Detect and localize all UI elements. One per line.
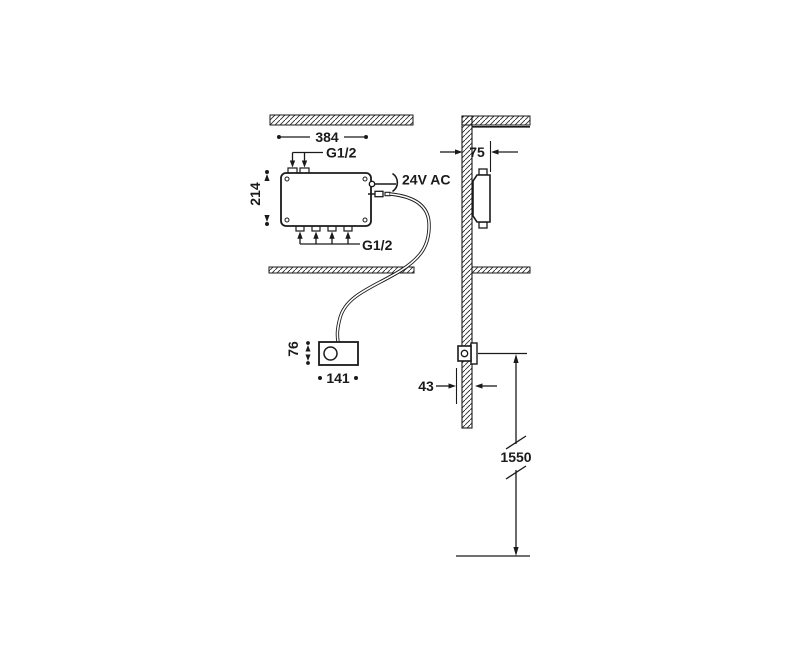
false-ceiling-right	[471, 266, 531, 274]
dimension-panel-width: 141	[318, 370, 358, 386]
dimension-panel-depth: 43	[418, 368, 497, 404]
up-arrow-icon	[345, 231, 351, 239]
up-arrow-icon	[264, 174, 270, 181]
break-mark-icon	[505, 435, 527, 450]
left-arrow-icon	[491, 149, 499, 155]
right-arrow-icon	[455, 149, 463, 155]
left-arrow-icon	[475, 383, 483, 389]
wire-break-icon	[391, 172, 399, 193]
up-arrow-icon	[305, 345, 311, 352]
side-port	[478, 168, 488, 176]
screw-icon	[284, 217, 290, 223]
panel-cable	[335, 190, 431, 343]
inlet-arrows-top: G1/2	[289, 145, 357, 168]
power-connector-icon	[368, 180, 376, 188]
dimension-panel-height: 76	[285, 341, 311, 365]
up-arrow-icon	[329, 231, 335, 239]
control-panel-side-view	[457, 342, 478, 365]
mounting-height-value: 1550	[500, 449, 531, 465]
cable-connector-icon	[374, 190, 384, 198]
control-box-side-view	[472, 168, 491, 229]
false-ceiling-left	[268, 266, 415, 274]
panel-depth-value: 43	[418, 378, 434, 394]
panel-height-value: 76	[285, 341, 301, 357]
inlet-size-label: G1/2	[326, 145, 357, 161]
box-width-value: 384	[315, 129, 339, 145]
down-arrow-icon	[301, 160, 308, 168]
down-arrow-icon	[305, 354, 311, 361]
control-box-body	[280, 172, 372, 227]
box-height-value: 214	[247, 182, 263, 206]
power-connection: 24V AC	[368, 172, 451, 193]
outlet-arrows-bottom: G1/2	[297, 231, 393, 253]
box-depth-value: 75	[469, 144, 485, 160]
panel-width-value: 141	[326, 370, 350, 386]
up-arrow-icon	[313, 231, 319, 239]
right-arrow-icon	[448, 383, 456, 389]
up-arrow-icon	[297, 231, 303, 239]
panel-knob-icon	[323, 346, 338, 361]
panel-body	[318, 341, 359, 366]
dimension-box-depth: 75	[440, 141, 518, 172]
screw-icon	[284, 176, 290, 182]
control-panel-front-view	[318, 341, 359, 366]
down-arrow-icon	[513, 547, 519, 556]
panel-side-body	[457, 345, 472, 362]
down-arrow-icon	[264, 215, 270, 222]
cable-connector-icon	[384, 191, 391, 197]
wall-section	[461, 115, 473, 429]
outlet-size-label: G1/2	[362, 237, 393, 253]
cable-core	[336, 193, 430, 343]
power-label: 24V AC	[402, 172, 451, 188]
panel-backplate	[470, 342, 478, 365]
up-arrow-icon	[513, 354, 519, 363]
side-body	[472, 174, 491, 223]
dimension-box-height: 214	[247, 170, 270, 226]
panel-knob-icon	[460, 349, 469, 358]
dimension-box-width: 384	[277, 129, 368, 145]
dimension-mounting-height: 1550	[456, 352, 532, 557]
ceiling-section-left	[269, 114, 414, 126]
down-arrow-icon	[289, 160, 296, 168]
screw-icon	[362, 176, 368, 182]
side-port	[478, 221, 488, 229]
screw-icon	[362, 217, 368, 223]
control-box-front-view	[280, 167, 372, 232]
break-mark-icon	[505, 465, 527, 480]
